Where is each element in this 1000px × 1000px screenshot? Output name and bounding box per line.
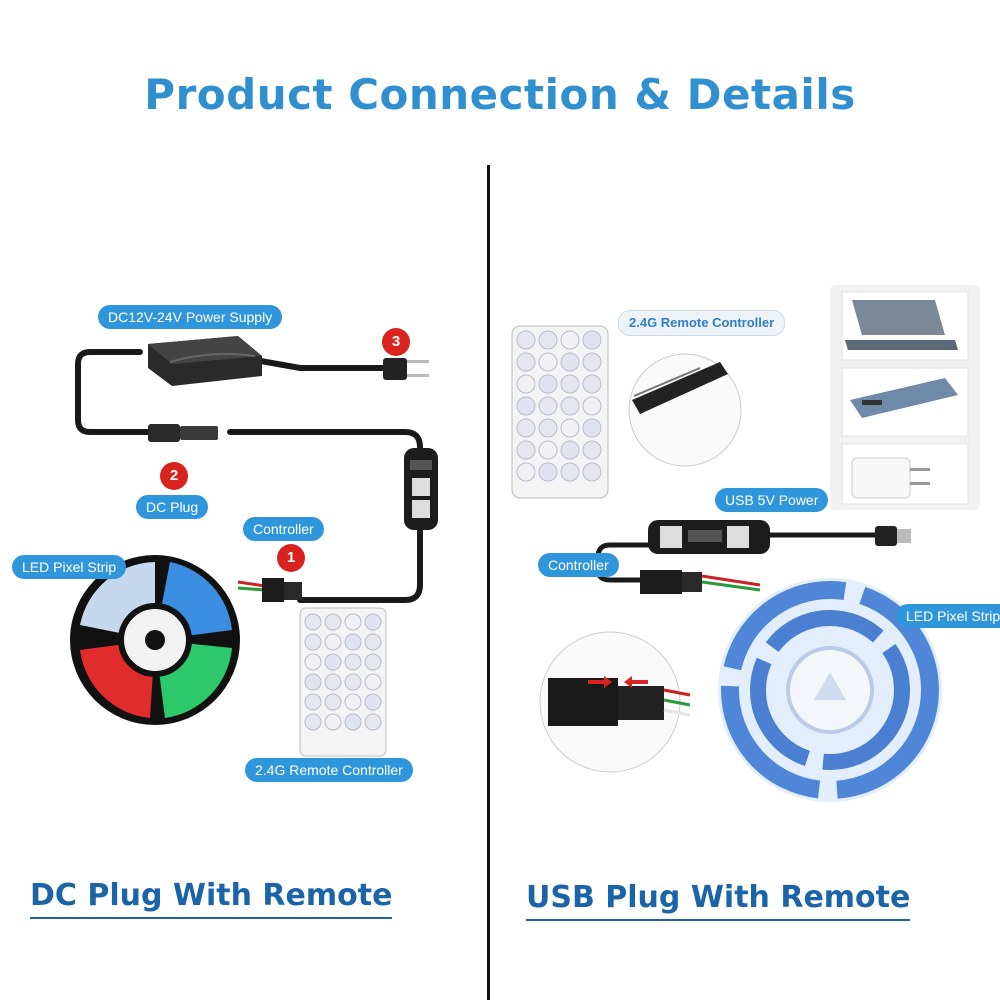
left-remote-label: 2.4G Remote Controller [245, 758, 413, 782]
left-pixel-wires [237, 578, 302, 602]
remote-key [364, 693, 382, 711]
remote-key [560, 440, 580, 460]
remote-key [560, 418, 580, 438]
remote-key [582, 374, 602, 394]
step-2-badge: 2 [160, 462, 188, 490]
remote-key [560, 462, 580, 482]
remote-key [364, 613, 382, 631]
remote-key [344, 613, 362, 631]
remote-key [560, 396, 580, 416]
remote-key [324, 653, 342, 671]
remote-key [304, 693, 322, 711]
remote-key [304, 653, 322, 671]
remote-key [582, 418, 602, 438]
remote-key [344, 633, 362, 651]
receiver-detail-icon [628, 353, 742, 467]
remote-key [582, 352, 602, 372]
remote-key [364, 673, 382, 691]
remote-key [560, 374, 580, 394]
remote-key [560, 330, 580, 350]
remote-key [304, 713, 322, 731]
remote-key [538, 352, 558, 372]
right-controller-label: Controller [538, 553, 619, 577]
right-led-strip-label: LED Pixel Strip [896, 604, 1000, 628]
step-3-badge: 3 [382, 328, 410, 356]
dc-plug-label: DC Plug [136, 495, 209, 519]
left-remote-icon [299, 607, 387, 757]
left-controller-label: Controller [243, 517, 324, 541]
remote-key [516, 440, 536, 460]
remote-key [344, 653, 362, 671]
remote-key [364, 653, 382, 671]
left-footer-title: DC Plug With Remote [30, 878, 393, 919]
page-title: Product Connection & Details [144, 70, 856, 119]
remote-key [304, 633, 322, 651]
remote-key [582, 440, 602, 460]
remote-key [582, 462, 602, 482]
remote-key [364, 633, 382, 651]
right-remote-label: 2.4G Remote Controller [618, 310, 786, 336]
remote-key [344, 713, 362, 731]
remote-key [324, 693, 342, 711]
remote-key [516, 352, 536, 372]
remote-key [344, 693, 362, 711]
usb-power-label: USB 5V Power [715, 488, 829, 512]
center-divider [487, 165, 490, 1000]
remote-key [538, 418, 558, 438]
right-footer-title: USB Plug With Remote [526, 880, 911, 921]
left-led-reel-icon [70, 555, 240, 725]
remote-key [516, 374, 536, 394]
remote-key [538, 462, 558, 482]
remote-key [582, 330, 602, 350]
remote-key [516, 462, 536, 482]
right-remote-icon [511, 325, 609, 499]
remote-key [324, 713, 342, 731]
remote-key [582, 396, 602, 416]
remote-key [560, 352, 580, 372]
step-1-badge: 1 [277, 544, 305, 572]
remote-key [324, 673, 342, 691]
right-pixel-connector [640, 570, 761, 597]
remote-key [304, 613, 322, 631]
remote-key [538, 396, 558, 416]
left-cables [75, 349, 423, 603]
remote-key [516, 396, 536, 416]
wall-plug-icon [383, 358, 429, 380]
right-controller-icon [648, 520, 770, 554]
remote-key [516, 418, 536, 438]
connector-detail-icon [539, 631, 691, 773]
left-led-strip-label: LED Pixel Strip [12, 555, 127, 579]
remote-key [324, 613, 342, 631]
usb-plug-icon [875, 526, 911, 546]
left-controller-icon [404, 448, 438, 530]
remote-key [344, 673, 362, 691]
remote-key [324, 633, 342, 651]
dc-plug-icon [148, 424, 218, 442]
remote-key [516, 330, 536, 350]
usb-power-sources [830, 285, 980, 510]
remote-key [304, 673, 322, 691]
power-supply-label: DC12V-24V Power Supply [98, 305, 283, 329]
remote-key [538, 330, 558, 350]
remote-key [538, 374, 558, 394]
power-adapter-icon [148, 336, 262, 386]
remote-key [364, 713, 382, 731]
remote-key [538, 440, 558, 460]
right-led-reel-icon [718, 578, 942, 802]
